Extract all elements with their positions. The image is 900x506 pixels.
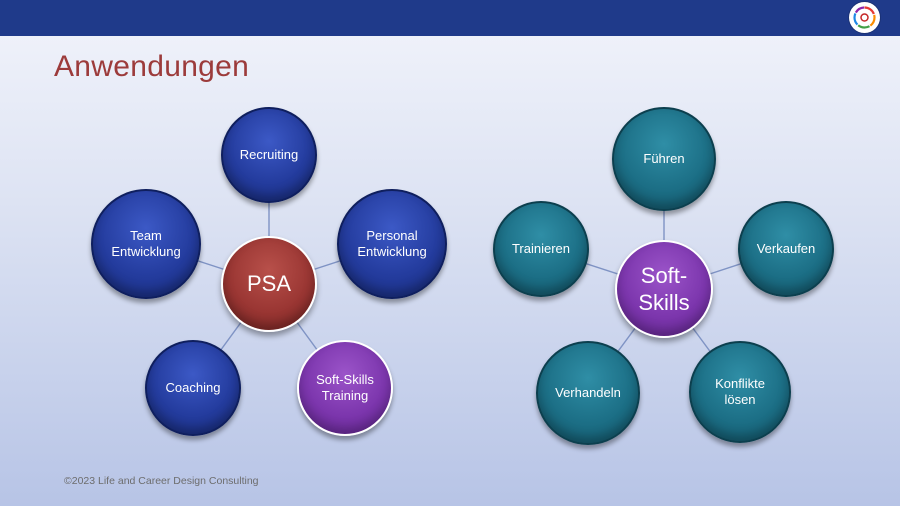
node-team-entwicklung: Team Entwicklung [91, 189, 201, 299]
node-verkaufen: Verkaufen [738, 201, 834, 297]
node-trainieren: Trainieren [493, 201, 589, 297]
copyright-footer: ©2023 Life and Career Design Consulting [64, 475, 259, 487]
header-bar [0, 0, 900, 36]
slide-title: Anwendungen [54, 50, 250, 83]
node-fuehren: Führen [612, 107, 716, 211]
ring-logo-icon [853, 6, 876, 29]
node-personal-entwicklung: Personal Entwicklung [337, 189, 447, 299]
node-verhandeln: Verhandeln [536, 341, 640, 445]
center-node-soft-skills: Soft- Skills [615, 240, 713, 338]
node-recruiting: Recruiting [221, 107, 317, 203]
center-node-psa: PSA [221, 236, 317, 332]
company-logo-icon [849, 2, 880, 33]
node-coaching: Coaching [145, 340, 241, 436]
node-konflikte-loesen: Konflikte lösen [689, 341, 791, 443]
node-soft-skills-training: Soft-Skills Training [297, 340, 393, 436]
